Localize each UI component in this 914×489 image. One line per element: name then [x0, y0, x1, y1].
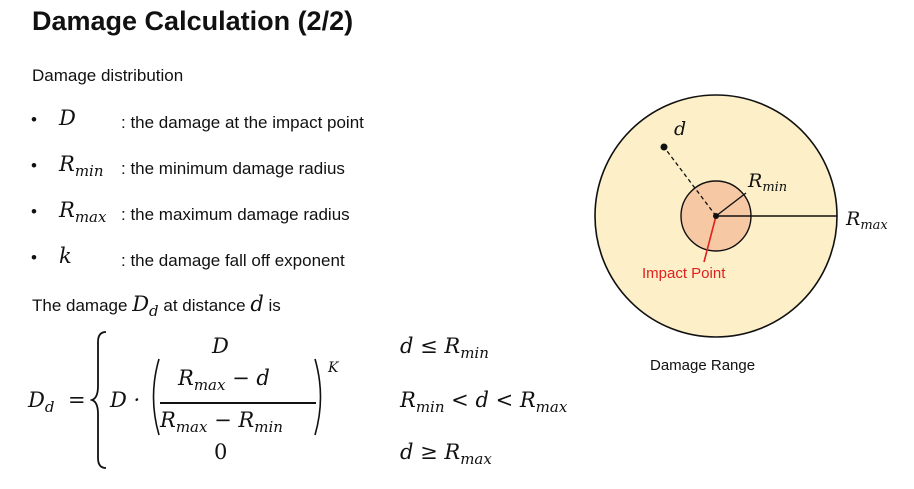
bullet-k: • k : the damage fall off exponent [31, 244, 345, 270]
right-paren [314, 358, 322, 436]
impact-point-label: Impact Point [642, 265, 726, 282]
case2-coefficient: D · [110, 388, 141, 412]
case3-value: 0 [214, 440, 228, 464]
min-radius-line [715, 192, 747, 217]
bullet-rmin: • Rmin : the minimum damage radius [31, 152, 345, 180]
formula-brace [90, 331, 107, 469]
case3-condition: d ≥ Rmax [400, 440, 492, 468]
bullet-symbol: D [59, 106, 76, 130]
bullet-dot: • [31, 202, 37, 221]
formula-lhs: Dd [28, 388, 55, 416]
bullet-dot: • [31, 248, 37, 267]
bullet-symbol: k [59, 244, 72, 268]
slide-subtitle: Damage distribution [32, 66, 184, 85]
formula-equals: = [68, 388, 86, 412]
diagram-caption: Damage Range [650, 357, 756, 374]
bullet-dot: • [31, 110, 37, 129]
bullet-dot: • [31, 156, 37, 175]
rmax-label: Rmax [846, 208, 888, 233]
distance-label: d [674, 118, 687, 140]
case2-exponent: K [328, 360, 339, 376]
case2-denominator: Rmax − Rmin [160, 408, 283, 436]
slide-title: Damage Calculation (2/2) [32, 6, 354, 36]
bullet-damage: • D : the damage at the impact point [31, 106, 364, 132]
distance-line [663, 146, 717, 217]
rmin-label: Rmin [748, 170, 788, 195]
bullet-rmax: • Rmax : the maximum damage radius [31, 198, 350, 226]
case1-condition: d ≤ Rmin [400, 334, 489, 362]
bullet-symbol: Rmin [59, 152, 104, 180]
case2-numerator: Rmax − d [178, 366, 270, 394]
bullet-desc: : the damage fall off exponent [121, 251, 345, 270]
bullet-desc: : the minimum damage radius [121, 159, 345, 178]
bullet-desc: : the damage at the impact point [121, 113, 364, 132]
formula-intro: The damage Dd at distance d is [32, 292, 281, 320]
fraction-bar [160, 402, 316, 404]
case2-condition: Rmin < d < Rmax [400, 388, 568, 416]
impact-point-dot [713, 213, 719, 219]
bullet-symbol: Rmax [59, 198, 107, 226]
case1-value: D [212, 334, 229, 358]
bullet-desc: : the maximum damage radius [121, 205, 350, 224]
target-point [660, 143, 668, 151]
left-paren [152, 358, 160, 436]
impact-pointer-line [703, 215, 717, 263]
